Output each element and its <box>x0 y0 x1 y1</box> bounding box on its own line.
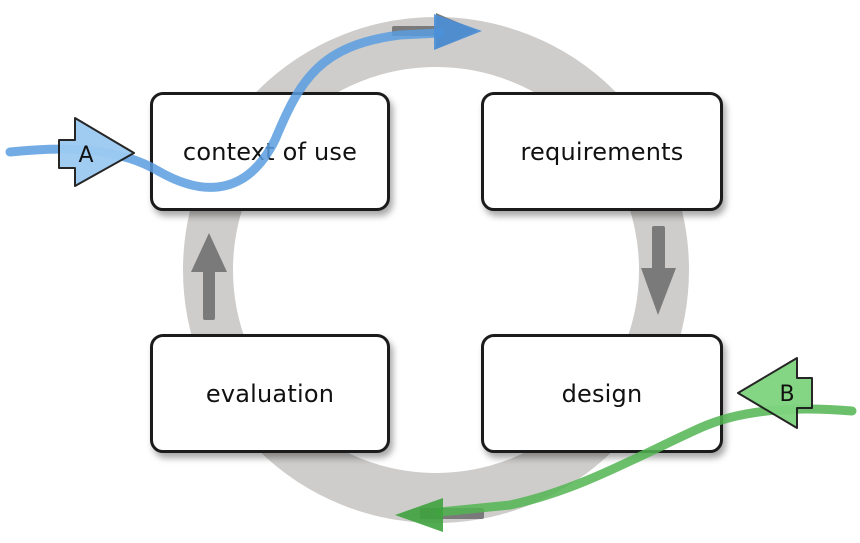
cycle-arrow-left <box>191 233 227 320</box>
node-evaluation: evaluation <box>150 334 390 453</box>
node-requirements-label: requirements <box>520 137 684 166</box>
cycle-arrow-right <box>641 226 676 315</box>
cycle-arrow-top <box>392 13 478 49</box>
path-b-arrowhead <box>395 498 443 532</box>
cycle-arrow-bottom <box>420 508 484 519</box>
node-design: design <box>481 334 723 453</box>
path-a-label: A <box>78 143 93 168</box>
path-b-entry-arrow <box>737 357 813 429</box>
node-requirements: requirements <box>481 92 723 211</box>
node-evaluation-label: evaluation <box>205 379 335 408</box>
node-context-of-use: context of use <box>150 92 390 211</box>
node-context-of-use-label: context of use <box>182 137 358 166</box>
node-design-label: design <box>561 379 643 408</box>
path-a-entry-arrow <box>58 117 135 187</box>
path-b-label: B <box>779 382 794 407</box>
path-a-arrowhead <box>434 14 482 50</box>
